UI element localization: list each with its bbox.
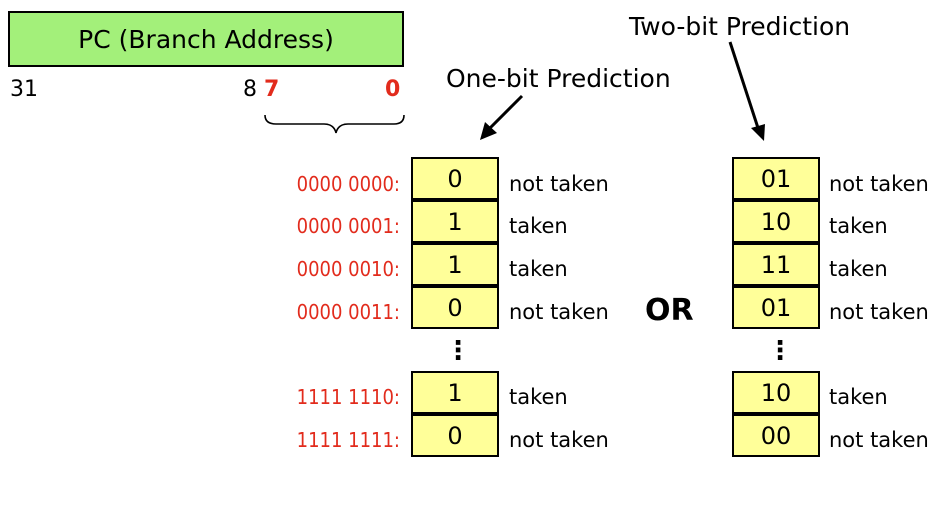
address-row-0: 0000 0000: [296, 172, 400, 196]
bit-31-label: 31 [10, 77, 38, 102]
two-bit-state-label: taken [829, 257, 888, 281]
one-bit-cell: 1 [411, 243, 499, 286]
bit-field-brace [264, 114, 405, 134]
two-bit-cell: 01 [732, 286, 820, 329]
one-bit-cell: 1 [411, 200, 499, 243]
or-separator: OR [645, 293, 694, 328]
one-bit-state-label: not taken [509, 428, 609, 452]
address-row-3: 0000 0011: [296, 300, 400, 324]
one-bit-cell: 0 [411, 414, 499, 457]
two-bit-state-label: not taken [829, 172, 929, 196]
two-bit-state-label: not taken [829, 300, 929, 324]
one-bit-arrow [480, 94, 524, 140]
two-bit-cell: 10 [732, 200, 820, 243]
two-bit-cell: 00 [732, 414, 820, 457]
pc-label: PC (Branch Address) [78, 24, 334, 54]
two-bit-state-label: not taken [829, 428, 929, 452]
one-bit-ellipsis: ⋮ [445, 336, 471, 366]
address-row-5: 1111 1111: [296, 428, 400, 452]
two-bit-cell: 01 [732, 157, 820, 200]
two-bit-state-label: taken [829, 214, 888, 238]
pc-register-box: PC (Branch Address) [8, 11, 404, 67]
bit-0-label: 0 [385, 77, 401, 102]
address-row-1: 0000 0001: [296, 214, 400, 238]
one-bit-state-label: not taken [509, 300, 609, 324]
two-bit-title: Two-bit Prediction [629, 12, 851, 41]
address-row-2: 0000 0010: [296, 257, 400, 281]
one-bit-state-label: not taken [509, 172, 609, 196]
two-bit-cell: 10 [732, 371, 820, 414]
two-bit-arrow [728, 41, 765, 141]
two-bit-cell: 11 [732, 243, 820, 286]
one-bit-title: One-bit Prediction [446, 64, 671, 93]
bit-7-label: 7 [264, 77, 280, 102]
address-row-4: 1111 1110: [296, 385, 400, 409]
one-bit-state-label: taken [509, 385, 568, 409]
one-bit-cell: 1 [411, 371, 499, 414]
two-bit-state-label: taken [829, 385, 888, 409]
one-bit-cell: 0 [411, 157, 499, 200]
one-bit-cell: 0 [411, 286, 499, 329]
one-bit-state-label: taken [509, 214, 568, 238]
bit-8-label: 8 [243, 77, 257, 102]
one-bit-state-label: taken [509, 257, 568, 281]
two-bit-ellipsis: ⋮ [767, 336, 793, 366]
